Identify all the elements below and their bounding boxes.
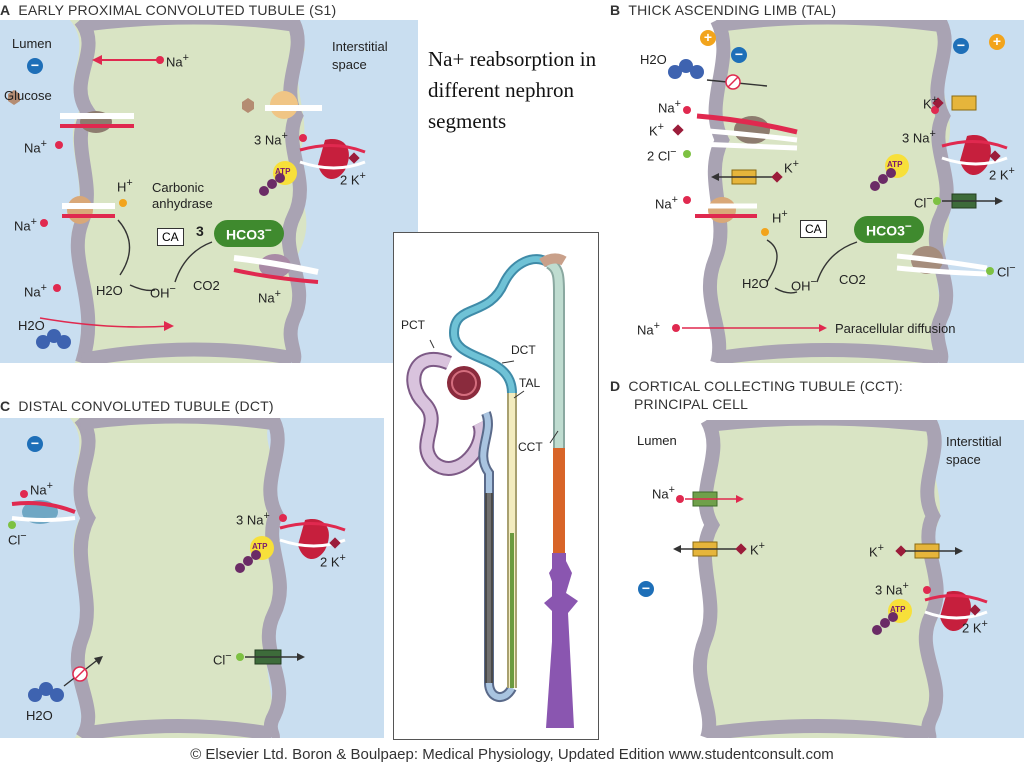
- na-label: Na+: [30, 480, 53, 498]
- k-label: K+: [649, 121, 664, 139]
- atp-label: ATP: [275, 167, 291, 176]
- three-na-label: 3 Na+: [236, 510, 270, 528]
- na-label: Na+: [655, 194, 678, 212]
- positive-charge-icon: +: [989, 34, 1005, 50]
- oh-label: OH−: [791, 276, 817, 294]
- h2o-label: H2O: [96, 283, 123, 298]
- atp-label: ATP: [887, 160, 903, 169]
- na-label: Na+: [24, 282, 47, 300]
- k-label: K+: [784, 158, 799, 176]
- h2o-label: H2O: [18, 318, 45, 333]
- pct-label: PCT: [401, 318, 425, 332]
- na-label: Na+: [166, 52, 189, 70]
- h2o-label: H2O: [640, 52, 667, 67]
- two-k-label: 2 K+: [320, 552, 346, 570]
- positive-charge-icon: +: [700, 30, 716, 46]
- negative-charge-icon: −: [27, 436, 43, 452]
- panel-d: − Lumen Interstitial space Na+ K+ K+ 3 N…: [607, 420, 1024, 738]
- three-na-label: 3 Na+: [902, 128, 936, 146]
- na-label: Na+: [652, 484, 675, 502]
- panel-b-diagram: [607, 20, 1024, 363]
- dct-label: DCT: [511, 343, 536, 357]
- carbonic-anhydrase-label: Carbonic anhydrase: [152, 180, 213, 211]
- h2o-label: H2O: [26, 708, 53, 723]
- tal-label: TAL: [519, 376, 541, 390]
- copyright-footer: © Elsevier Ltd. Boron & Boulpaep: Medica…: [190, 746, 834, 763]
- hco3-badge: HCO3−: [854, 216, 924, 243]
- panel-b: + − − + H2O Na+ K+ 2 Cl− K+ Na+ H+ CA HC…: [607, 20, 1024, 363]
- two-k-label: 2 K+: [962, 618, 988, 636]
- lumen-label: Lumen: [12, 36, 52, 51]
- cl-label: Cl−: [997, 262, 1016, 280]
- negative-charge-icon: −: [27, 58, 43, 74]
- h-ion-label: H+: [117, 177, 133, 195]
- k-label: K+: [750, 540, 765, 558]
- two-cl-label: 2 Cl−: [647, 146, 677, 164]
- negative-charge-icon: −: [638, 581, 654, 597]
- interstitial-space-label: Interstitial space: [332, 39, 388, 72]
- two-k-label: 2 K+: [989, 165, 1015, 183]
- k-label: K+: [923, 94, 938, 112]
- cct-label: CCT: [518, 440, 543, 454]
- k-label: K+: [869, 542, 884, 560]
- panel-a: − Lumen Interstitial space Glucose Na+ N…: [0, 20, 418, 363]
- interstitial-space-label: Interstitial space: [946, 434, 1002, 467]
- h2o-label: H2O: [742, 276, 769, 291]
- h-ion-label: H+: [772, 208, 788, 226]
- panel-d-diagram: [607, 420, 1024, 738]
- negative-charge-icon: −: [953, 38, 969, 54]
- na-label: Na+: [637, 320, 660, 338]
- glucose-label: Glucose: [4, 88, 52, 103]
- panel-c-diagram: [0, 418, 384, 738]
- na-label: Na+: [658, 98, 681, 116]
- co2-label: CO2: [193, 278, 220, 293]
- cl-label: Cl−: [914, 193, 933, 211]
- lumen-label: Lumen: [637, 433, 677, 448]
- carbonic-anhydrase-box: CA: [800, 220, 827, 238]
- oh-label: OH−: [150, 283, 176, 301]
- panel-a-diagram: [0, 20, 418, 363]
- nephron-drawing: [406, 253, 578, 728]
- hco3-badge: HCO3−: [214, 220, 284, 247]
- na-label: Na+: [258, 288, 281, 306]
- na-label: Na+: [24, 138, 47, 156]
- carbonic-anhydrase-box: CA: [157, 228, 184, 246]
- na-label: Na+: [14, 216, 37, 234]
- figure-caption: Na+ reabsorption in different nephron se…: [428, 47, 597, 133]
- panel-c: − Na+ Cl− 3 Na+ 2 K+ Cl− H2O ATP: [0, 418, 384, 738]
- paracellular-diffusion-label: Paracellular diffusion: [835, 321, 956, 336]
- atp-label: ATP: [252, 542, 268, 551]
- cl-label: Cl−: [8, 530, 27, 548]
- negative-charge-icon: −: [731, 47, 747, 63]
- cl-label: Cl−: [213, 650, 232, 668]
- co2-label: CO2: [839, 272, 866, 287]
- hco3-coefficient: 3: [196, 223, 204, 239]
- nephron-diagram: PCT DCT TAL CCT: [393, 232, 599, 740]
- two-k-label: 2 K+: [340, 170, 366, 188]
- three-na-label: 3 Na+: [254, 130, 288, 148]
- three-na-label: 3 Na+: [875, 580, 909, 598]
- atp-label: ATP: [890, 605, 906, 614]
